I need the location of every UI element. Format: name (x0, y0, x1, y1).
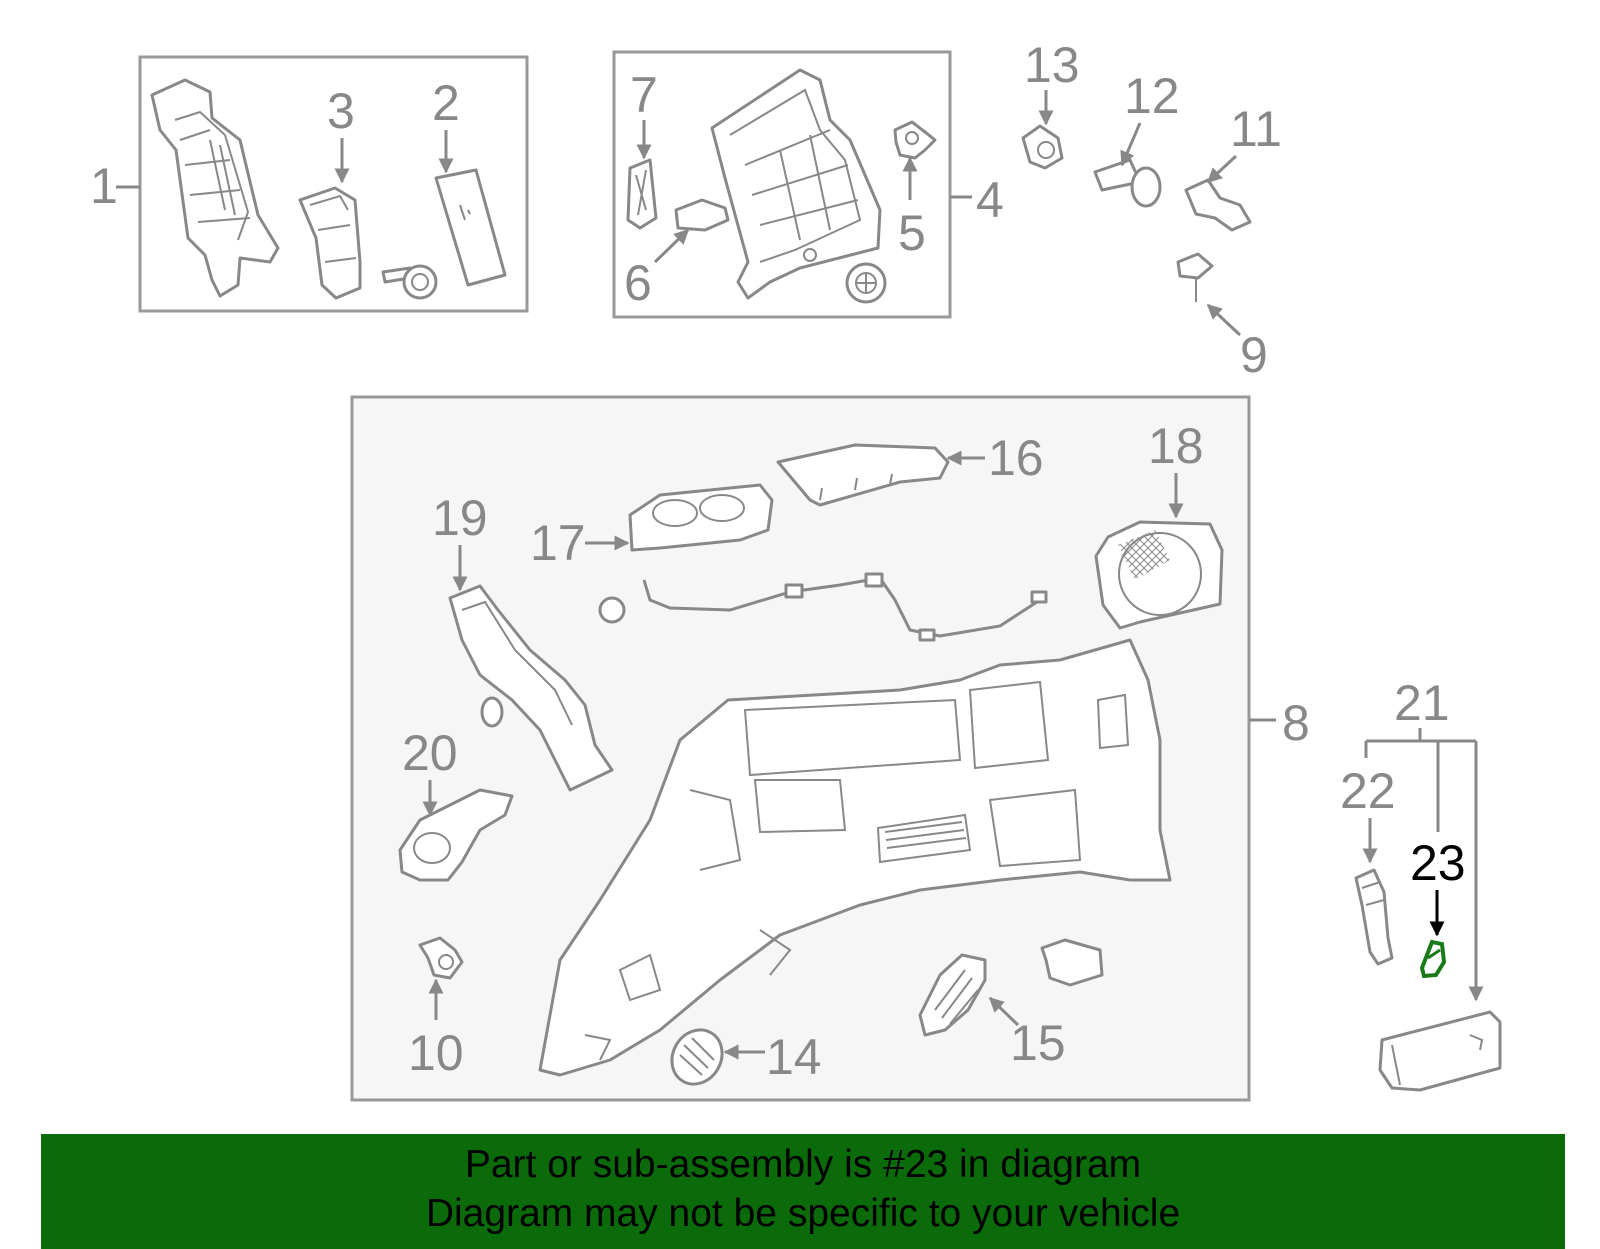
part-21-lid[interactable] (1378, 1010, 1502, 1092)
callout-18: 18 (1148, 418, 1204, 474)
part-12-push-pin[interactable] (1093, 158, 1162, 208)
part-9-screw[interactable] (1176, 252, 1214, 302)
part-14-vent[interactable] (662, 1021, 732, 1093)
callout-3: 3 (327, 83, 355, 139)
callout-21: 21 (1394, 675, 1450, 731)
callout-16: 16 (988, 430, 1044, 486)
callout-5: 5 (898, 205, 926, 261)
part-3-garnish-clip[interactable] (298, 186, 362, 300)
callout-6: 6 (624, 255, 652, 311)
footer-banner: Part or sub-assembly is #23 in diagram D… (41, 1134, 1565, 1249)
callout-17: 17 (530, 515, 586, 571)
bolt-screw[interactable] (381, 264, 438, 300)
part-20-duct[interactable] (398, 788, 514, 882)
part-16-cover[interactable] (776, 443, 950, 507)
part-22-bracket[interactable] (1354, 868, 1394, 966)
part-23-highlighted[interactable] (1419, 939, 1447, 979)
part-5-clip[interactable] (893, 120, 937, 160)
part-11-hook[interactable] (1184, 178, 1252, 232)
callout-4: 4 (976, 172, 1004, 228)
callout-15: 15 (1010, 1015, 1066, 1071)
part-1-pillar-garnish[interactable] (150, 78, 280, 298)
callout-7: 7 (630, 67, 658, 123)
callout-8: 8 (1282, 695, 1310, 751)
callout-10: 10 (408, 1025, 464, 1081)
callout-9: 9 (1240, 327, 1268, 383)
callout-2: 2 (432, 75, 460, 131)
footer-line-1: Part or sub-assembly is #23 in diagram (464, 1143, 1142, 1186)
part-2-pad[interactable] (434, 168, 507, 287)
footer-line-2: Diagram may not be specific to your vehi… (425, 1192, 1181, 1235)
part-10-clip[interactable] (418, 936, 464, 980)
part-15-vent[interactable] (918, 953, 987, 1037)
callout-12: 12 (1124, 68, 1180, 124)
callout-23: 23 (1410, 835, 1466, 891)
wire-harness[interactable] (598, 572, 1048, 642)
bracket[interactable] (1040, 938, 1104, 987)
callout-22: 22 (1340, 763, 1396, 819)
callout-1: 1 (90, 158, 118, 214)
callout-19: 19 (432, 490, 488, 546)
grommet[interactable] (845, 262, 887, 304)
part-6-clip[interactable] (674, 198, 730, 232)
part-7-bracket[interactable] (626, 158, 658, 230)
callout-11: 11 (1230, 101, 1282, 157)
callout-20: 20 (402, 725, 458, 781)
quarter-trim-panel[interactable] (538, 638, 1172, 1077)
part-19-duct[interactable] (448, 584, 614, 792)
part-13-clip[interactable] (1021, 124, 1064, 170)
group-box-quarter-trim (612, 50, 952, 319)
part-17-cup-holder[interactable] (628, 483, 774, 552)
part-4-quarter-panel[interactable] (710, 68, 882, 300)
callout-13: 13 (1024, 37, 1080, 93)
part-18-speaker-grille[interactable] (1094, 520, 1224, 630)
group-box-pillar-trim (138, 55, 529, 313)
callout-14: 14 (766, 1029, 822, 1085)
